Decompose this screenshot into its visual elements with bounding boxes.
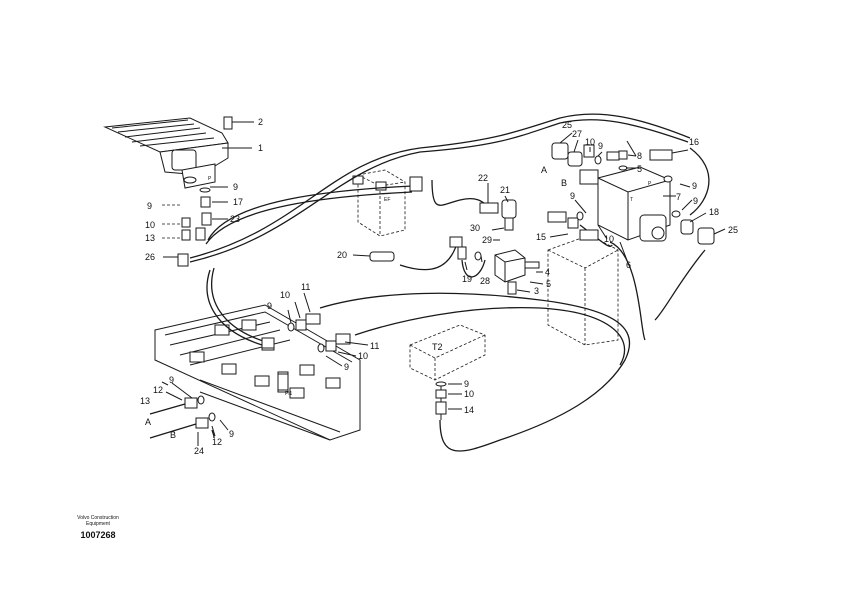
callout-29: 29 <box>482 235 492 245</box>
callout-8: 8 <box>637 151 642 161</box>
callout-9: 9 <box>267 301 272 311</box>
callout-9: 9 <box>464 379 469 389</box>
callout-19: 19 <box>462 274 472 284</box>
callout-25: 25 <box>728 225 738 235</box>
callout-21: 21 <box>500 185 510 195</box>
callout-12: 12 <box>153 385 163 395</box>
callout-18: 18 <box>709 207 719 217</box>
callout-10: 10 <box>585 137 595 147</box>
callout-9: 9 <box>693 196 698 206</box>
part-callouts: 2 1 9 9 17 10 23 13 26 9 10 11 11 10 9 9… <box>140 117 738 456</box>
pedal-fittings <box>162 186 228 267</box>
callout-13: 13 <box>145 233 155 243</box>
fittings <box>184 144 681 429</box>
callout-24: 24 <box>194 446 204 456</box>
callout-15: 15 <box>536 232 546 242</box>
electrical-connectors <box>551 142 715 245</box>
callout-17: 17 <box>233 197 243 207</box>
hoses <box>149 113 710 452</box>
drawing-footer: Volvo Construction Equipment 1007268 <box>58 515 138 540</box>
callout-10: 10 <box>280 290 290 300</box>
drawing-number: 1007268 <box>80 530 116 540</box>
callout-9: 9 <box>229 429 234 439</box>
callout-9: 9 <box>570 191 575 201</box>
solenoid-valve <box>579 151 671 242</box>
callout-16: 16 <box>689 137 699 147</box>
port-label-t: T <box>630 197 633 203</box>
callout-9: 9 <box>598 141 603 151</box>
callout-5: 5 <box>546 279 551 289</box>
port-labels: A B A B T2 Pi1 P P T EF <box>145 165 652 440</box>
brand-line-1: Volvo Construction <box>77 515 119 521</box>
callout-13: 13 <box>140 396 150 406</box>
valve-block-ef <box>352 169 406 237</box>
callout-28: 28 <box>480 276 490 286</box>
port-label-a: A <box>145 417 151 427</box>
callout-10: 10 <box>145 220 155 230</box>
pressure-valve-3 <box>474 249 540 295</box>
port-label-t2: T2 <box>432 342 443 352</box>
callout-30: 30 <box>470 223 480 233</box>
fitting-21 <box>501 199 517 231</box>
callout-9: 9 <box>344 362 349 372</box>
callout-11: 11 <box>301 282 310 292</box>
callout-22: 22 <box>478 173 488 183</box>
port-label-b: B <box>561 178 567 188</box>
callout-2: 2 <box>258 117 263 127</box>
callout-3: 3 <box>534 286 539 296</box>
callout-25: 25 <box>562 120 572 130</box>
callout-10: 10 <box>604 234 614 244</box>
brand-text: Volvo Construction Equipment <box>58 515 138 527</box>
callout-10: 10 <box>464 389 474 399</box>
brand-line-2: Equipment <box>86 521 110 527</box>
leader-lines <box>161 132 726 446</box>
callout-9: 9 <box>147 201 152 211</box>
callout-1: 1 <box>258 143 263 153</box>
port-label-a: A <box>541 165 547 175</box>
callout-20: 20 <box>337 250 347 260</box>
port-label-pi1: Pi1 <box>285 391 292 397</box>
callout-10: 10 <box>358 351 368 361</box>
pedal-assembly <box>103 116 254 189</box>
callout-9: 9 <box>692 181 697 191</box>
callout-4: 4 <box>545 267 550 277</box>
valve-block-6 <box>547 234 619 346</box>
port-label-p: P <box>648 181 652 187</box>
callout-9: 9 <box>169 375 174 385</box>
port-label-p: P <box>208 176 212 182</box>
port-label-ef: EF <box>384 197 390 203</box>
tank-block-t2 <box>409 324 486 420</box>
callout-27: 27 <box>572 129 582 139</box>
callout-12: 12 <box>212 437 222 447</box>
port-label-b: B <box>170 430 176 440</box>
callout-11: 11 <box>370 341 379 351</box>
control-valve-block <box>154 304 361 441</box>
callout-9: 9 <box>233 182 238 192</box>
callout-7: 7 <box>676 192 681 202</box>
callout-26: 26 <box>145 252 155 262</box>
callout-23: 23 <box>230 214 240 224</box>
callout-5: 5 <box>637 164 642 174</box>
callout-6: 6 <box>626 260 631 270</box>
callout-14: 14 <box>464 405 474 415</box>
